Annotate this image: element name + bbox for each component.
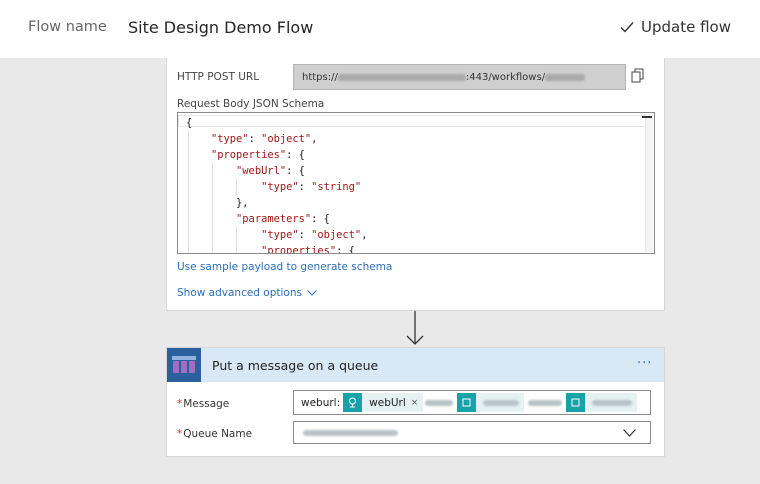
queue-name-dropdown[interactable] (293, 421, 651, 444)
request-token-icon (566, 393, 586, 412)
flow-name-label: Flow name (28, 19, 107, 35)
checkmark-icon (620, 22, 634, 33)
json-schema-editor[interactable]: { "type": "object", "properties": { "web… (177, 112, 655, 254)
http-trigger-card: HTTP POST URL https:// :443/workflows/ Re… (166, 58, 665, 311)
request-token-icon (457, 393, 477, 412)
indent-guide (236, 179, 237, 195)
copy-icon[interactable] (631, 68, 645, 84)
token-weburl[interactable]: webUrl × (343, 393, 424, 412)
arrow-down-icon (406, 311, 424, 345)
update-flow-button[interactable]: Update flow (620, 18, 731, 36)
chevron-down-icon (307, 290, 317, 296)
url-prefix: https:// (302, 72, 338, 83)
token-redacted-label (585, 397, 637, 409)
indent-guide (236, 227, 237, 253)
sample-payload-link[interactable]: Use sample payload to generate schema (177, 261, 393, 273)
flow-name-field[interactable]: Site Design Demo Flow (128, 18, 314, 37)
redacted-text (425, 399, 454, 406)
queue-action-card: Put a message on a queue ··· *Message we… (166, 347, 665, 457)
required-marker: * (177, 428, 183, 440)
editor-current-line (178, 115, 646, 127)
more-options-icon[interactable]: ··· (637, 356, 653, 371)
action-title: Put a message on a queue (212, 358, 379, 373)
message-input[interactable]: weburl: webUrl × (293, 390, 651, 415)
http-post-url-label: HTTP POST URL (177, 71, 260, 83)
token-remove-icon[interactable]: × (410, 397, 419, 408)
message-prefix-text: weburl: (301, 396, 341, 409)
schema-label: Request Body JSON Schema (177, 98, 325, 110)
message-label: *Message (177, 398, 229, 410)
advanced-options-label: Show advanced options (177, 287, 302, 299)
editor-overview-marker (642, 116, 652, 118)
editor-scrollbar[interactable] (645, 114, 653, 252)
code-line: "type": "string" (261, 181, 362, 193)
redacted-url-id (545, 73, 586, 81)
queue-name-label: *Queue Name (177, 428, 252, 440)
indent-guide (212, 163, 213, 253)
queue-name-label-text: Queue Name (183, 428, 253, 440)
code-line: "webUrl": { (236, 165, 305, 177)
azure-queue-icon (167, 348, 201, 382)
required-marker: * (177, 398, 183, 410)
token-redacted[interactable] (457, 393, 525, 412)
request-token-icon (343, 393, 363, 412)
advanced-options-link[interactable]: Show advanced options (177, 287, 317, 299)
code-line: { (186, 117, 193, 129)
message-label-text: Message (183, 398, 230, 410)
indent-guide (188, 131, 189, 253)
redacted-queue-name (303, 429, 398, 436)
token-redacted-label (476, 397, 524, 409)
http-post-url-field[interactable]: https:// :443/workflows/ (293, 64, 626, 90)
redacted-url-host (337, 73, 466, 81)
code-line: "properties": { (211, 149, 305, 161)
code-line: "type": "object", (261, 229, 368, 241)
code-line: "type": "object", (211, 133, 318, 145)
code-line: "properties": { (261, 245, 355, 254)
action-header[interactable]: Put a message on a queue ··· (167, 348, 664, 382)
url-suffix: :443/workflows/ (465, 72, 546, 83)
flow-header: Flow name Site Design Demo Flow Update f… (0, 0, 760, 58)
code-line: }, (186, 197, 249, 209)
token-redacted[interactable] (566, 393, 638, 412)
update-flow-label: Update flow (641, 18, 731, 36)
code-line: "parameters": { (236, 213, 330, 225)
chevron-down-icon (623, 429, 636, 437)
redacted-text (528, 399, 563, 406)
token-weburl-label: webUrl (369, 396, 406, 409)
